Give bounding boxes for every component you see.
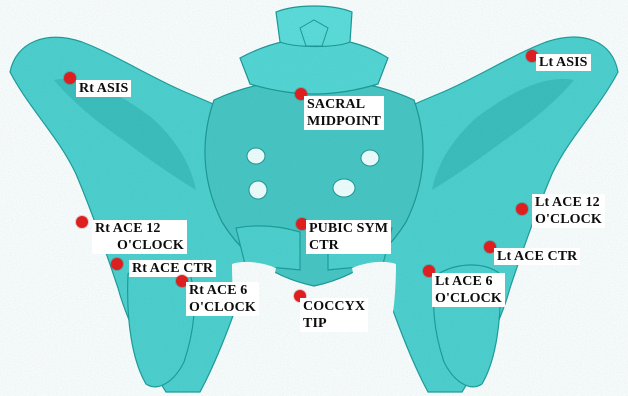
label-text-line-2: O'CLOCK <box>95 237 184 254</box>
label-sacral-midpoint: SACRAL MIDPOINT <box>304 96 384 130</box>
label-lt-ace-ctr: Lt ACE CTR <box>494 248 580 265</box>
landmark-dot-rt-asis <box>64 72 76 84</box>
label-rt-ace-6: Rt ACE 6 O'CLOCK <box>186 282 259 316</box>
label-pubic-sym-ctr: PUBIC SYM CTR <box>306 220 391 254</box>
label-rt-ace-12: Rt ACE 12 O'CLOCK <box>92 220 187 254</box>
label-text-line-1: SACRAL <box>307 96 381 113</box>
label-text-line-2: TIP <box>303 315 365 332</box>
label-text: Lt ACE CTR <box>497 248 577 265</box>
label-text-line-1: Rt ACE 12 <box>95 220 184 237</box>
label-lt-asis: Lt ASIS <box>536 54 591 71</box>
landmark-dot-lt-ace-12 <box>516 203 528 215</box>
label-lt-ace-12: Lt ACE 12 O'CLOCK <box>532 194 605 228</box>
label-rt-asis: Rt ASIS <box>76 80 131 97</box>
label-text: Rt ASIS <box>79 80 128 97</box>
label-rt-ace-ctr: Rt ACE CTR <box>129 260 216 277</box>
label-text-line-1: PUBIC SYM <box>309 220 388 237</box>
label-text-line-1: Lt ACE 12 <box>535 194 602 211</box>
label-text-line-2: O'CLOCK <box>189 299 256 316</box>
label-text-line-1: Rt ACE 6 <box>189 282 256 299</box>
label-text: Rt ACE CTR <box>132 260 213 277</box>
label-lt-ace-6: Lt ACE 6 O'CLOCK <box>432 273 505 307</box>
label-text-line-2: CTR <box>309 237 388 254</box>
label-text-line-1: Lt ACE 6 <box>435 273 502 290</box>
label-coccyx-tip: COCCYX TIP <box>300 298 368 332</box>
landmark-dot-rt-ace-12 <box>76 216 88 228</box>
label-text-line-2: MIDPOINT <box>307 113 381 130</box>
label-text-line-2: O'CLOCK <box>435 290 502 307</box>
landmark-dot-rt-ace-ctr <box>111 258 123 270</box>
label-text: Lt ASIS <box>539 54 588 71</box>
label-text-line-1: COCCYX <box>303 298 365 315</box>
label-text-line-2: O'CLOCK <box>535 211 602 228</box>
